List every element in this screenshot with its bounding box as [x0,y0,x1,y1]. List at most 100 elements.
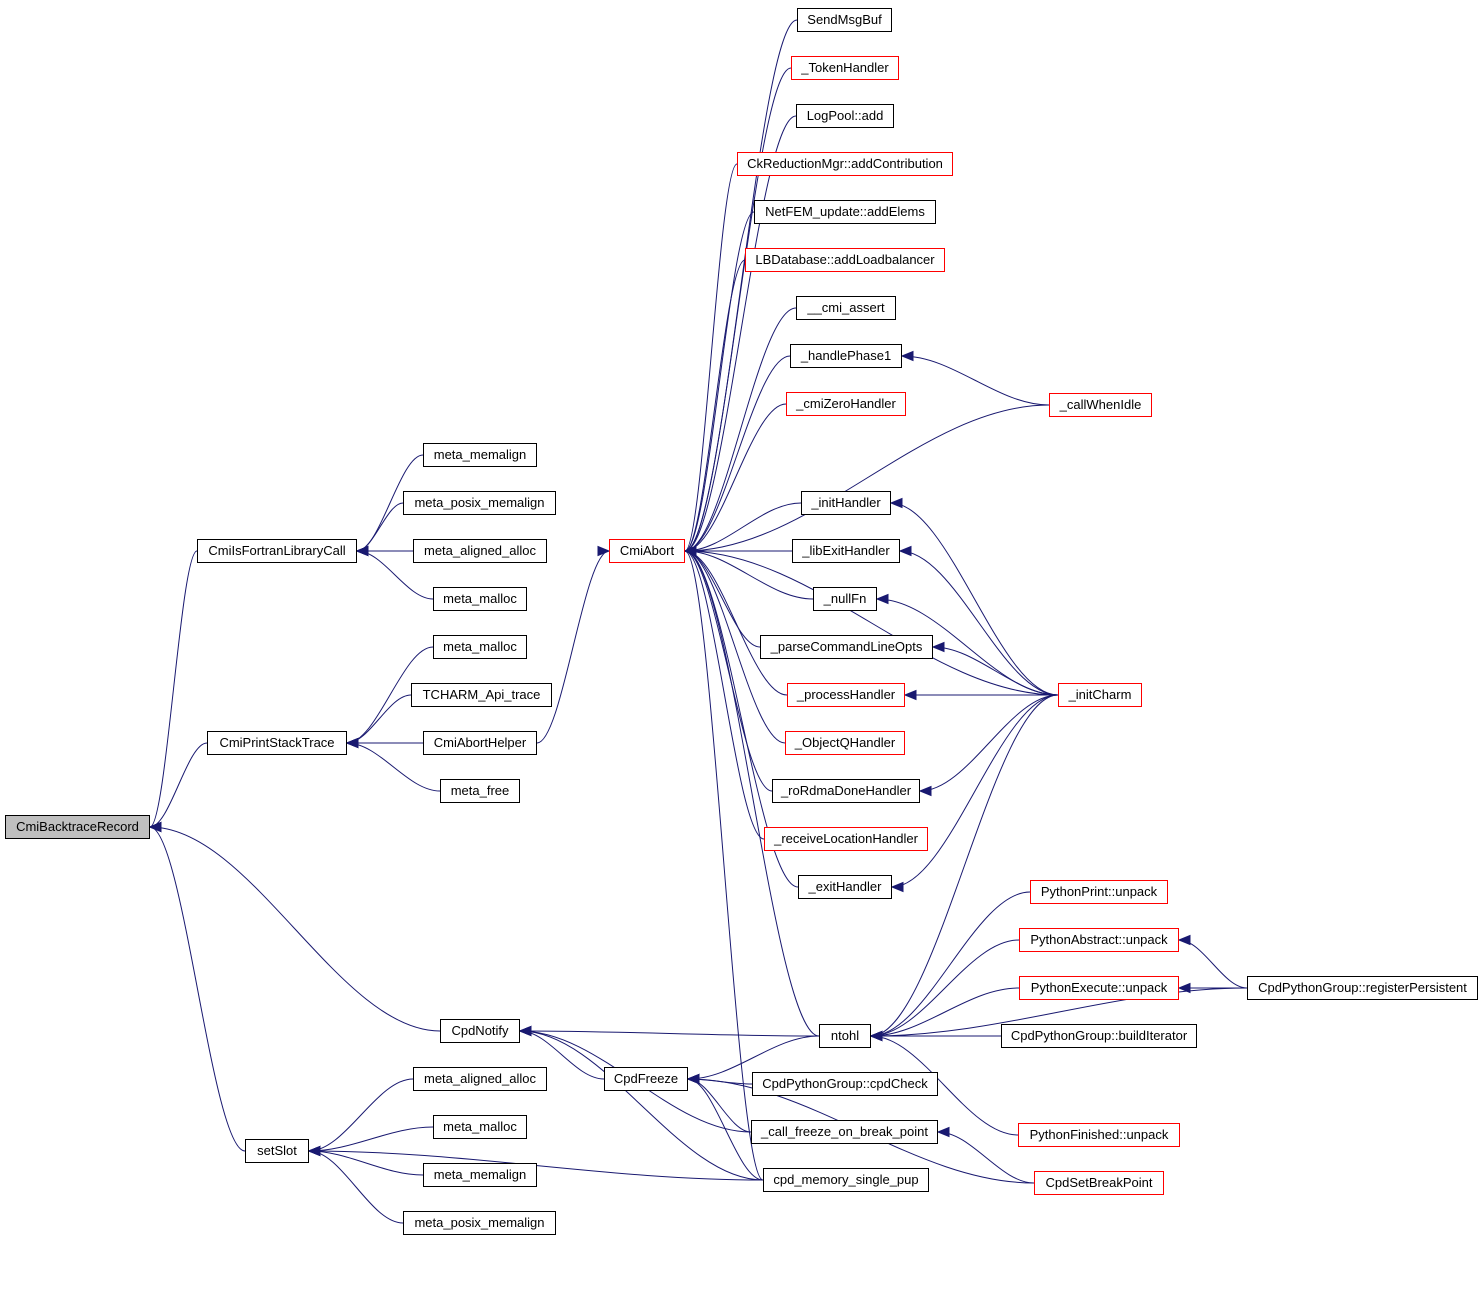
edge-initcharm-to-parsecmd [932,646,1059,696]
node-cpdfreeze[interactable]: CpdFreeze [604,1067,688,1091]
edge-callwhenidle-to-cmiabort [684,404,1050,552]
node-call-freeze-on-break-point[interactable]: _call_freeze_on_break_point [751,1120,938,1144]
node-pythonprint-unpack[interactable]: PythonPrint::unpack [1030,880,1168,904]
node-pythonexecute-unpack[interactable]: PythonExecute::unpack [1019,976,1179,1000]
arrowhead-setbreak-to-callfreeze [936,1126,950,1138]
arrowhead-setbreak-to-cpdfreeze [686,1073,700,1085]
node-handlephase1[interactable]: _handlePhase1 [790,344,902,368]
node-initcharm[interactable]: _initCharm [1058,683,1142,707]
node-processhandler[interactable]: _processHandler [787,683,905,707]
node-meta-posix-memalign[interactable]: meta_posix_memalign [403,491,556,515]
node-cmizerohandler[interactable]: _cmiZeroHandler [786,392,906,416]
edge-handlephase1-to-cmiabort [684,355,791,552]
node-rordmadonehandler[interactable]: _roRdmaDoneHandler [772,779,920,803]
node-meta-malloc[interactable]: meta_malloc [433,587,527,611]
node-netfem-update-addelems[interactable]: NetFEM_update::addElems [754,200,936,224]
edge-registerpers-to-ntohl [870,987,1248,1037]
node-cmiaborthelper[interactable]: CmiAbortHelper [423,731,537,755]
arrowhead-callwhenidle-to-handlephase1 [900,350,914,362]
arrowhead-setslot-to-root [148,821,162,833]
node-receivelocationhandler[interactable]: _receiveLocationHandler [764,827,928,851]
edge-logpool-to-cmiabort [684,115,797,552]
node-tcharm-api-trace[interactable]: TCHARM_Api_trace [411,683,552,707]
edge-setslot-to-root [149,826,246,1152]
edge-s_aborthelper-to-cmiabort [536,550,610,744]
node-sendmsgbuf[interactable]: SendMsgBuf [797,8,892,32]
node-pythonabstract-unpack[interactable]: PythonAbstract::unpack [1019,928,1179,952]
node-pythonfinished-unpack[interactable]: PythonFinished::unpack [1018,1123,1180,1147]
edge-pyfinished-to-ntohl [870,1035,1019,1136]
arrowhead-cpdmem-to-cpdnotify [518,1025,532,1037]
node-cmiprintstacktrace[interactable]: CmiPrintStackTrace [207,731,347,755]
node-objectqhandler[interactable]: _ObjectQHandler [785,731,905,755]
node-lbdatabase-addloadbalancer[interactable]: LBDatabase::addLoadbalancer [745,248,945,272]
edge-initcharm-to-inithandler [890,502,1059,696]
edge-cmiassert-to-cmiabort [684,307,797,552]
node-meta-malloc[interactable]: meta_malloc [433,635,527,659]
node-meta-memalign[interactable]: meta_memalign [423,1163,537,1187]
node-libexithandler[interactable]: _libExitHandler [792,539,900,563]
edge-objectq-to-cmiabort [684,550,786,744]
node-meta-malloc[interactable]: meta_malloc [433,1115,527,1139]
edge-ntohl-to-cmiabort [684,550,820,1037]
node-ckreductionmgr-addcontribution[interactable]: CkReductionMgr::addContribution [737,152,953,176]
edge-initcharm-to-ntohl [870,694,1059,1037]
edge-pyexecute-to-ntohl [870,987,1020,1037]
edge-processhandler-to-cmiabort [684,550,788,696]
node-cpdpythongroup-builditerator[interactable]: CpdPythonGroup::buildIterator [1001,1024,1197,1048]
node-meta-free[interactable]: meta_free [440,779,520,803]
edge-ckreduction-to-cmiabort [684,163,738,552]
edge-pyabstract-to-ntohl [870,939,1020,1037]
arrowhead-s_free-to-stacktrace [345,737,359,749]
node-callwhenidle[interactable]: _callWhenIdle [1049,393,1152,417]
node-meta-aligned-alloc[interactable]: meta_aligned_alloc [413,1067,547,1091]
edge-inithandler-to-cmiabort [684,502,802,552]
edge-lbdatabase-to-cmiabort [684,259,746,552]
node-meta-memalign[interactable]: meta_memalign [423,443,537,467]
node-logpool-add[interactable]: LogPool::add [796,104,894,128]
edge-registerpers-to-pyabstract [1178,939,1248,989]
edge-cpdnotify-to-root [149,826,441,1032]
node-cmiabort[interactable]: CmiAbort [609,539,685,563]
node-cpdnotify[interactable]: CpdNotify [440,1019,520,1043]
edge-cpdmem-to-cmiabort [684,550,764,1181]
edge-callwhenidle-to-handlephase1 [901,355,1050,406]
edge-initcharm-to-libexit [899,550,1059,696]
arrowhead-initcharm-to-rordma [918,785,932,797]
edge-initcharm-to-exithandler [891,694,1059,888]
node-inithandler[interactable]: _initHandler [801,491,891,515]
node-nullfn[interactable]: _nullFn [813,587,877,611]
edge-f_posix-to-fortran [356,502,404,552]
node-tokenhandler[interactable]: _TokenHandler [791,56,899,80]
arrowhead-registerpers-to-pyexecute [1177,982,1191,994]
arrowhead-initcharm-to-exithandler [890,881,904,893]
node-meta-posix-memalign[interactable]: meta_posix_memalign [403,1211,556,1235]
edge-receiveloc-to-cmiabort [684,550,765,840]
node-parsecommandlineopts[interactable]: _parseCommandLineOpts [760,635,933,659]
arrowhead-f_malloc-to-fortran [355,545,369,557]
arrowhead-cpdmem-to-cmiabort [683,545,697,557]
edge-s_tcharm-to-stacktrace [346,694,412,744]
arrowhead-initcharm-to-inithandler [889,497,903,509]
node-cmiisfortranlibrarycall[interactable]: CmiIsFortranLibraryCall [197,539,357,563]
edge-nullfn-to-cmiabort [684,550,814,600]
node-cpdsetbreakpoint[interactable]: CpdSetBreakPoint [1034,1171,1164,1195]
edge-fortran-to-root [149,550,198,828]
edge-stacktrace-to-root [149,742,208,828]
node-cpdpythongroup-registerpersistent[interactable]: CpdPythonGroup::registerPersistent [1247,976,1478,1000]
edge-set_memalign-to-setslot [308,1150,424,1176]
node-cpd-memory-single-pup[interactable]: cpd_memory_single_pup [763,1168,929,1192]
node-exithandler[interactable]: _exitHandler [798,875,892,899]
edge-pyprint-to-ntohl [870,891,1031,1037]
node-cmi-assert[interactable]: __cmi_assert [796,296,896,320]
edge-ntohl-to-cpdnotify [519,1030,820,1037]
edge-cmizero-to-cmiabort [684,403,787,552]
node-setslot[interactable]: setSlot [245,1139,309,1163]
arrowhead-registerpers-to-ntohl [869,1030,883,1042]
edge-tokenhandler-to-cmiabort [684,67,792,552]
node-cpdpythongroup-cpdcheck[interactable]: CpdPythonGroup::cpdCheck [752,1072,938,1096]
node-ntohl[interactable]: ntohl [819,1024,871,1048]
node-meta-aligned-alloc[interactable]: meta_aligned_alloc [413,539,547,563]
